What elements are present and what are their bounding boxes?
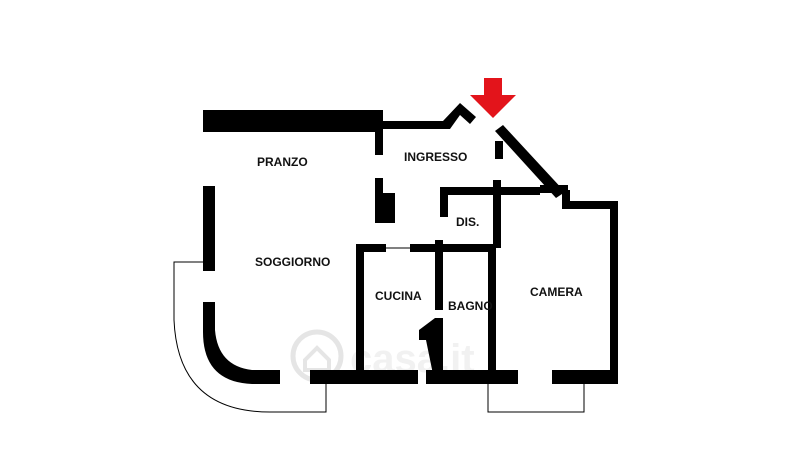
wall-bottom-c: [552, 370, 618, 384]
wall-entry-left-jamb: [443, 103, 476, 129]
wall-cucina-top-right: [410, 244, 448, 252]
room-label-pranzo: PRANZO: [257, 155, 308, 169]
wall-bagno-top: [443, 244, 495, 252]
bay-window-outline: [173, 261, 327, 413]
wall-bottom-b: [426, 370, 518, 384]
wall-entry-right-stub: [495, 141, 503, 159]
room-label-cucina: CUCINA: [375, 289, 422, 303]
wall-pillar-top: [375, 110, 383, 155]
room-label-camera: CAMERA: [530, 285, 583, 299]
wall-cucina-top-left: [356, 244, 386, 252]
wall-top-pranzo: [203, 110, 380, 132]
wall-dis-camera: [493, 180, 501, 248]
wall-top-left-stub: [203, 110, 215, 132]
wall-left-curve: [203, 302, 280, 384]
wall-dis-left: [440, 187, 448, 217]
walls: [203, 103, 618, 384]
wall-camera-top-b: [562, 201, 618, 209]
watermark-house-icon: [303, 345, 331, 372]
wall-cucina-door-swing: [419, 318, 443, 384]
wall-entry-right-diagonal: [495, 125, 565, 198]
wall-cucina-right-top: [435, 240, 443, 310]
wall-camera-right: [610, 201, 618, 383]
wall-bottom-a: [310, 370, 418, 384]
room-labels: PRANZO INGRESSO SOGGIORNO DIS. CUCINA BA…: [255, 150, 583, 313]
room-label-dis: DIS.: [456, 215, 479, 229]
camera-balcony-outline: [487, 384, 585, 413]
room-label-soggiorno: SOGGIORNO: [255, 255, 330, 269]
wall-dis-top: [440, 187, 540, 195]
wall-bagno-right: [488, 244, 496, 384]
entry-arrow-icon: [470, 78, 516, 118]
wall-cucina-left: [356, 244, 364, 384]
wall-top-ingresso: [375, 121, 447, 129]
outlines: [173, 247, 585, 413]
wall-camera-top-a: [540, 185, 568, 193]
room-label-bagno: BAGNO: [448, 299, 493, 313]
room-label-ingresso: INGRESSO: [404, 150, 467, 164]
wall-camera-top-join: [562, 190, 570, 209]
wall-left-upper: [203, 186, 215, 271]
wall-pillar-block: [375, 193, 395, 223]
